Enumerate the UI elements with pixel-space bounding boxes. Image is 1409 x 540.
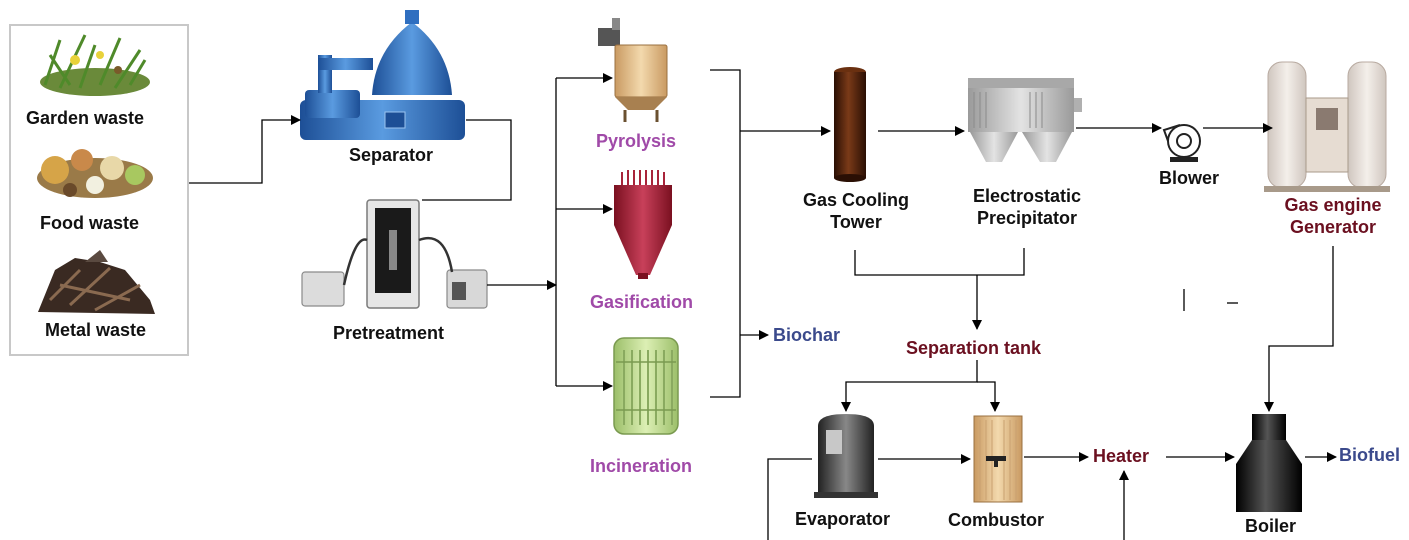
food-waste-icon <box>37 149 153 198</box>
food-waste-label: Food waste <box>40 213 140 233</box>
combustor-label: Combustor <box>948 510 1044 530</box>
garden-waste-icon <box>40 34 150 96</box>
metal-waste-label: Metal waste <box>45 320 147 340</box>
combustor-icon <box>973 415 1023 503</box>
gasification-icon <box>614 170 672 279</box>
evaporator-label: Evaporator <box>795 509 891 529</box>
gas-cooling-tower-icon <box>834 67 866 182</box>
separator-icon <box>300 10 465 140</box>
feedstock-frame <box>9 24 189 356</box>
blower-label: Blower <box>1159 168 1220 188</box>
electrostatic-precipitator-label: Electrostatic Precipitator <box>972 186 1082 228</box>
blower-icon <box>1162 124 1201 162</box>
pyrolysis-label: Pyrolysis <box>596 131 677 151</box>
gas-cooling-tower-label: Gas Cooling Tower <box>802 190 909 232</box>
incineration-label: Incineration <box>590 456 693 476</box>
garden-waste-label: Garden waste <box>26 108 145 128</box>
gas-engine-generator-icon <box>1264 61 1390 192</box>
electrostatic-precipitator-icon <box>968 78 1082 162</box>
pretreatment-label: Pretreatment <box>333 323 445 343</box>
evaporator-icon <box>814 414 878 498</box>
incineration-icon <box>613 337 679 435</box>
gas-engine-generator-label: Gas engine Generator <box>1284 195 1382 237</box>
pretreatment-icon <box>301 199 488 309</box>
gasification-label: Gasification <box>590 292 694 312</box>
boiler-label: Boiler <box>1245 516 1297 536</box>
flow-connectors <box>189 69 1337 540</box>
pyrolysis-icon <box>598 18 668 122</box>
metal-waste-icon <box>38 250 155 314</box>
biochar-label: Biochar <box>773 325 841 345</box>
biofuel-label: Biofuel <box>1339 445 1400 465</box>
separator-label: Separator <box>349 145 434 165</box>
boiler-icon <box>1236 414 1302 512</box>
separation-tank-label: Separation tank <box>906 338 1042 358</box>
heater-label: Heater <box>1093 446 1150 466</box>
